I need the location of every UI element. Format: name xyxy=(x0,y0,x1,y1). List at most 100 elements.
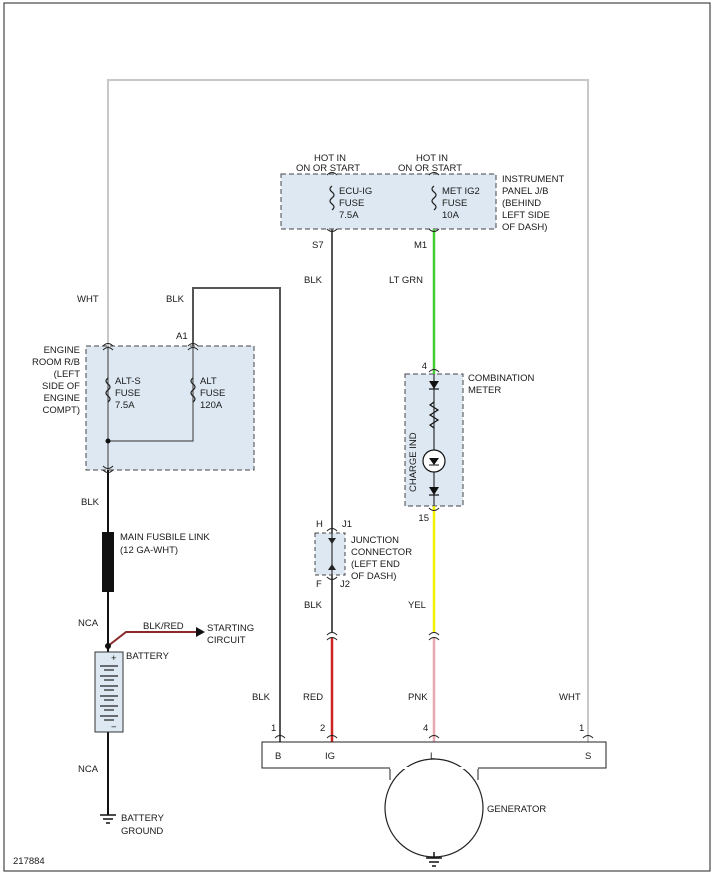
junction-name-3: (LEFT END xyxy=(351,559,400,570)
generator-ground-icon xyxy=(426,852,442,867)
ecu-ig-fuse-rating: 7.5A xyxy=(339,210,359,221)
wire-label-lt-grn: LT GRN xyxy=(389,275,423,286)
engine-rb-name-3: (LEFT xyxy=(54,369,81,380)
alt-fuse-rating: 120A xyxy=(200,400,223,411)
junction-pin-j2: J2 xyxy=(340,579,350,590)
meter-pin-4: 4 xyxy=(422,361,427,372)
engine-rb-name-2: ROOM R/B xyxy=(32,357,80,368)
engine-room-rb-box xyxy=(85,345,255,471)
battery-cells-icon xyxy=(100,665,118,721)
diagram-frame xyxy=(3,2,711,872)
hot-label-1-line1: HOT IN xyxy=(314,153,346,164)
pin-a1: A1 xyxy=(176,331,188,342)
generator-icon xyxy=(384,758,484,858)
wire-label-pnk: PNK xyxy=(408,692,428,703)
wire-label-blk-b: BLK xyxy=(252,692,271,703)
junction-arrow-bottom-icon xyxy=(328,564,336,570)
main-fusible-link xyxy=(102,532,114,592)
starting-circuit-line1: STARTING xyxy=(207,623,254,634)
meter-resistor-icon xyxy=(428,401,440,429)
junction-name-1: JUNCTION xyxy=(351,535,399,546)
ecu-ig-fuse-icon xyxy=(329,185,335,211)
generator-terminal-l: L xyxy=(430,751,435,762)
wire-label-wht-right: WHT xyxy=(559,692,581,703)
combination-meter-name-2: METER xyxy=(468,385,501,396)
wire-label-nca-bottom: NCA xyxy=(78,764,99,775)
hot-label-1-line2: ON OR START xyxy=(296,163,360,174)
hot-label-2-line1: HOT IN xyxy=(416,153,448,164)
junction-name-2: CONNECTOR xyxy=(351,547,412,558)
starting-circuit-arrow-icon xyxy=(196,627,205,637)
panel-jb-name-5: OF DASH) xyxy=(502,222,547,233)
wire-label-yel: YEL xyxy=(408,600,426,611)
meter-pin-15: 15 xyxy=(418,513,429,524)
generator-pin-s: 1 xyxy=(579,723,584,734)
meter-diode-top-icon xyxy=(429,381,439,389)
alt-s-fuse-name: ALT-S xyxy=(115,376,141,387)
met-ig2-fuse-name: MET IG2 xyxy=(442,186,480,197)
hot-label-2-line2: ON OR START xyxy=(398,163,462,174)
fusible-link-line2: (12 GA-WHT) xyxy=(120,545,178,556)
wire-label-blk-red: BLK/RED xyxy=(143,621,184,632)
battery-ground-line1: BATTERY xyxy=(121,813,165,824)
junction-arrow-top-icon xyxy=(328,538,336,544)
alt-fuse-word: FUSE xyxy=(200,388,225,399)
fusible-link-line1: MAIN FUSBILE LINK xyxy=(120,532,210,543)
connector-markers xyxy=(102,172,594,739)
wire-label-nca-top: NCA xyxy=(78,618,99,629)
wire-label-blk-rb: BLK xyxy=(81,497,100,508)
battery-ground-line2: GROUND xyxy=(121,826,163,837)
generator-terminal-ig: IG xyxy=(325,751,335,762)
met-ig2-fuse-icon xyxy=(431,185,437,211)
generator-terminal-b: B xyxy=(275,751,281,762)
junction-pin-h: H xyxy=(316,519,323,530)
generator-pin-ig: 2 xyxy=(320,723,325,734)
generator-pin-l: 4 xyxy=(423,723,428,734)
wire-label-blk-top: BLK xyxy=(166,294,185,305)
engine-rb-name-6: COMPT) xyxy=(43,405,80,416)
generator-terminal-s: S xyxy=(585,751,591,762)
blk-wire-a1-to-b xyxy=(192,287,281,742)
generator-pin-b: 1 xyxy=(271,723,276,734)
ecu-ig-fuse-word: FUSE xyxy=(339,198,364,209)
alt-fuse-icon xyxy=(190,377,196,403)
panel-jb-name-1: INSTRUMENT xyxy=(502,174,564,185)
engine-rb-name-4: SIDE OF xyxy=(42,381,80,392)
junction-pin-j1: J1 xyxy=(342,519,352,530)
met-ig2-fuse-rating: 10A xyxy=(442,210,460,221)
rb-internal-bus xyxy=(108,346,194,442)
panel-jb-name-4: LEFT SIDE xyxy=(502,210,550,221)
diagram-id: 217884 xyxy=(13,856,45,867)
battery-ground-icon xyxy=(100,814,116,824)
engine-rb-name-1: ENGINE xyxy=(44,345,80,356)
wire-label-blk-junction: BLK xyxy=(304,600,323,611)
battery-plus-label: + xyxy=(111,653,117,664)
battery-minus-label: − xyxy=(111,722,117,733)
meter-diode-bottom-icon xyxy=(429,487,439,495)
battery-label: BATTERY xyxy=(126,651,170,662)
blk-red-wire xyxy=(107,631,196,647)
rb-junction-dot xyxy=(105,438,111,444)
alt-s-fuse-rating: 7.5A xyxy=(115,400,135,411)
alt-s-fuse-word: FUSE xyxy=(115,388,140,399)
instrument-panel-jb-box xyxy=(280,173,497,230)
panel-jb-name-3: (BEHIND xyxy=(502,198,541,209)
wire-label-wht-left: WHT xyxy=(77,294,99,305)
alt-fuse-name: ALT xyxy=(200,376,217,387)
wire-label-red: RED xyxy=(303,692,323,703)
junction-name-4: OF DASH) xyxy=(351,571,396,582)
charge-ind-label: CHARGE IND xyxy=(408,432,419,492)
battery-junction-dot xyxy=(105,643,111,649)
met-ig2-fuse-word: FUSE xyxy=(442,198,467,209)
starting-circuit-line2: CIRCUIT xyxy=(207,635,246,646)
wire-label-blk-ecu: BLK xyxy=(304,275,323,286)
battery-icon xyxy=(94,651,124,733)
alt-s-fuse-icon xyxy=(105,377,111,403)
pin-s7: S7 xyxy=(312,240,324,251)
pin-m1: M1 xyxy=(414,240,427,251)
combination-meter-name-1: COMBINATION xyxy=(468,373,534,384)
engine-rb-name-5: ENGINE xyxy=(44,393,80,404)
charge-led-icon xyxy=(429,458,439,465)
